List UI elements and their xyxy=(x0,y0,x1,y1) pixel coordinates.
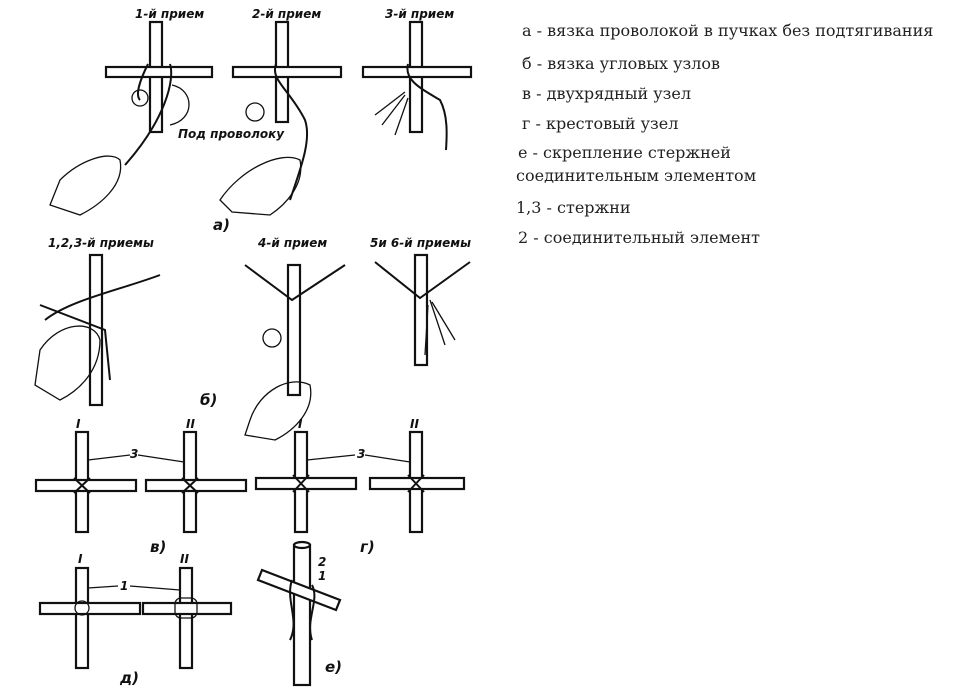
label-d-letter: д) xyxy=(119,669,139,687)
legend-item-e: е - скрепление стержней xyxy=(518,143,731,162)
cross-a3 xyxy=(361,20,473,151)
label-a-note: Под проволоку xyxy=(178,127,285,141)
label-a-letter: а) xyxy=(213,216,230,234)
legend-item-a: а - вязка проволокой в пучках без подтяг… xyxy=(522,21,934,40)
label-a-step2: 2-й прием xyxy=(252,7,321,21)
legend-item-v: в - двухрядный узел xyxy=(522,84,691,103)
label-g-callout: 3 xyxy=(357,447,365,461)
label-b-step3: 5и 6-й приемы xyxy=(370,236,471,250)
label-b-letter: б) xyxy=(200,391,217,409)
label-a-step3: 3-й прием xyxy=(385,7,454,21)
label-e-callout-1: 1 xyxy=(318,569,326,583)
label-v-letter: в) xyxy=(150,538,166,556)
label-d-2: II xyxy=(180,552,189,566)
label-e-callout-2: 2 xyxy=(318,555,326,569)
label-b-step2: 4-й прием xyxy=(257,236,327,250)
label-v-1: I xyxy=(76,417,81,431)
legend-item-b: б - вязка угловых узлов xyxy=(522,54,721,73)
label-g-2: II xyxy=(410,417,419,431)
figure-g xyxy=(254,430,466,534)
legend-item-rods: 1,3 - стержни xyxy=(516,198,631,217)
label-g-letter: г) xyxy=(360,538,375,556)
figure-a xyxy=(49,20,473,216)
figure-b xyxy=(34,253,471,441)
label-g-1: I xyxy=(298,417,303,431)
label-b-step1: 1,2,3-й приемы xyxy=(48,236,154,250)
cross-a1 xyxy=(49,20,214,216)
label-d-1: I xyxy=(78,552,83,566)
label-d-callout: 1 xyxy=(120,579,128,593)
legend-item-connector: 2 - соединительный элемент xyxy=(518,228,761,247)
label-e-letter: е) xyxy=(325,658,342,676)
figure-e xyxy=(256,540,342,687)
cross-a2 xyxy=(219,20,343,216)
label-v-callout: 3 xyxy=(130,447,138,461)
label-v-2: II xyxy=(186,417,195,431)
legend-item-e-cont: соединительным элементом xyxy=(516,166,757,185)
legend-item-g: г - крестовый узел xyxy=(522,114,679,133)
label-a-step1: 1-й прием xyxy=(135,7,204,21)
figure-d xyxy=(38,566,233,670)
figure-v xyxy=(34,430,248,534)
